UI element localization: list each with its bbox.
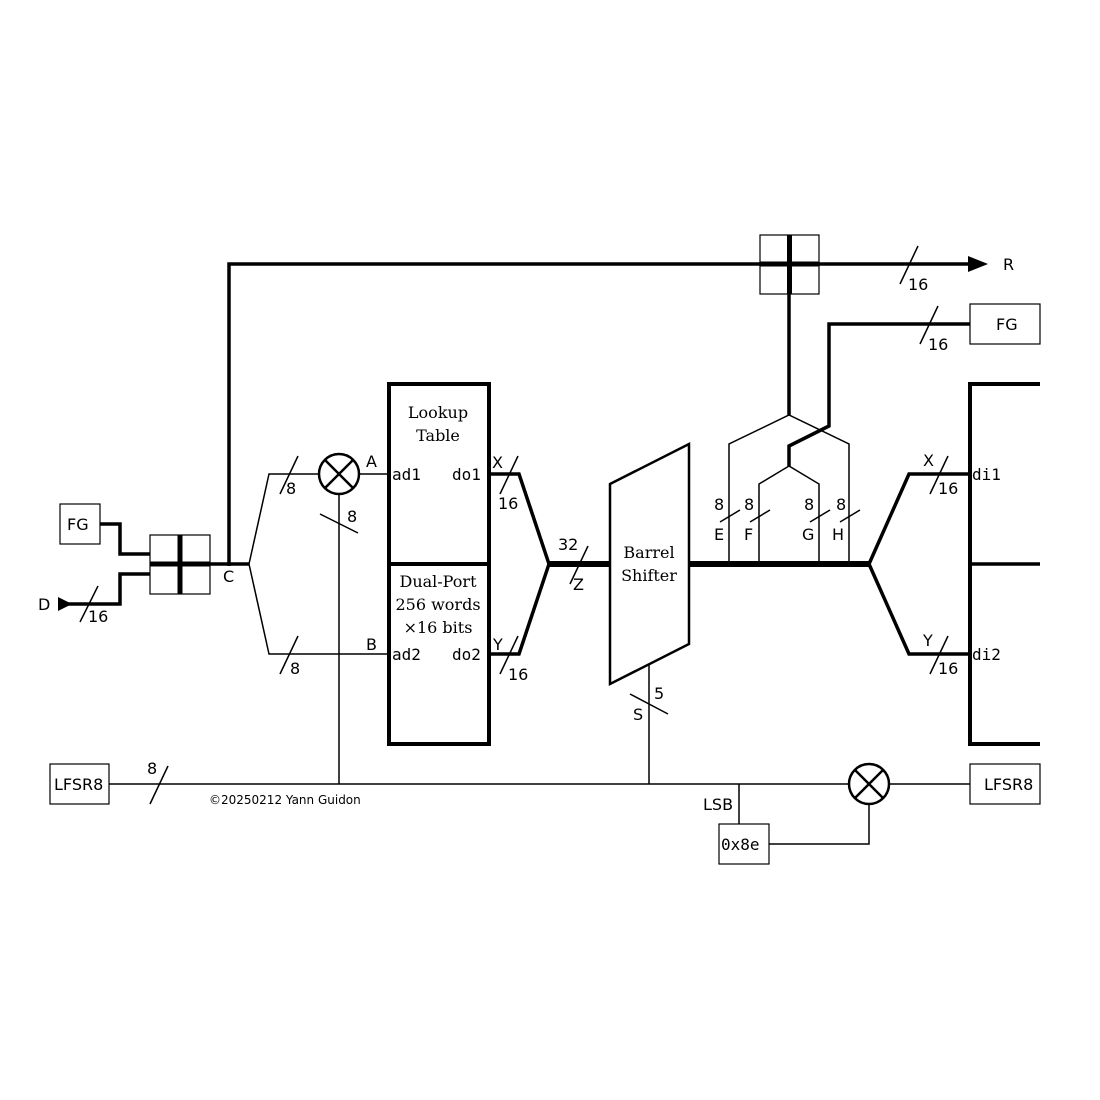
fg-left-label: FG bbox=[67, 515, 89, 534]
label-d: D bbox=[38, 595, 50, 614]
port-di1: di1 bbox=[972, 465, 1001, 484]
xor-right-icon bbox=[847, 762, 891, 806]
mixer-box-left bbox=[149, 534, 211, 595]
barrel-shifter-block: Barrel Shifter bbox=[608, 441, 691, 687]
width-f: 8 bbox=[744, 495, 754, 514]
width-e: 8 bbox=[714, 495, 724, 514]
label-y2: Y bbox=[922, 631, 933, 650]
width-top-c: 8 bbox=[286, 479, 296, 498]
port-di2: di2 bbox=[972, 645, 1001, 664]
width-y: 16 bbox=[508, 665, 528, 684]
lfsr-right-box: LFSR8 bbox=[969, 763, 1041, 805]
fg-right-box: FG bbox=[969, 303, 1041, 345]
label-a: A bbox=[366, 452, 377, 471]
label-r: R bbox=[1003, 255, 1014, 274]
output-memory-block: di1 di2 bbox=[968, 382, 1040, 746]
port-ad1: ad1 bbox=[392, 465, 421, 484]
width-z: 32 bbox=[558, 535, 578, 554]
xor-left-icon bbox=[317, 452, 361, 496]
label-h: H bbox=[832, 525, 844, 544]
label-f: F bbox=[744, 525, 753, 544]
lfsr-right-label: LFSR8 bbox=[984, 775, 1033, 794]
label-y: Y bbox=[492, 635, 503, 654]
copyright-text: ©20250212 Yann Guidon bbox=[209, 793, 361, 807]
port-ad2: ad2 bbox=[392, 645, 421, 664]
shifter-title-2: Shifter bbox=[621, 566, 677, 585]
label-b: B bbox=[366, 635, 377, 654]
width-xor-down: 8 bbox=[347, 507, 357, 526]
lfsr-left-label: LFSR8 bbox=[54, 775, 103, 794]
width-s: 5 bbox=[654, 684, 664, 703]
width-d: 16 bbox=[88, 607, 108, 626]
width-lfsr: 8 bbox=[147, 759, 157, 778]
width-y2: 16 bbox=[938, 659, 958, 678]
port-do1: do1 bbox=[452, 465, 481, 484]
label-e: E bbox=[714, 525, 724, 544]
dp-title-2: 256 words bbox=[395, 595, 480, 614]
label-c: C bbox=[223, 567, 234, 586]
width-r: 16 bbox=[908, 275, 928, 294]
label-x: X bbox=[492, 453, 503, 472]
label-s: S bbox=[633, 705, 643, 724]
width-g: 8 bbox=[804, 495, 814, 514]
fg-left-box: FG bbox=[59, 503, 101, 545]
dp-title-1: Dual-Port bbox=[399, 572, 477, 591]
feedback-bus-r bbox=[227, 262, 980, 566]
port-do2: do2 bbox=[452, 645, 481, 664]
width-bot-c: 8 bbox=[290, 659, 300, 678]
lookup-table-block: Lookup Table Dual-Port 256 words ×16 bit… bbox=[387, 382, 491, 746]
width-fg-r: 16 bbox=[928, 335, 948, 354]
label-z: Z bbox=[573, 575, 584, 594]
label-g: G bbox=[802, 525, 814, 544]
lfsr-left-box: LFSR8 bbox=[49, 763, 110, 805]
width-h: 8 bbox=[836, 495, 846, 514]
label-x2: X bbox=[923, 451, 934, 470]
shifter-title-1: Barrel bbox=[623, 543, 674, 562]
constant-label: 0x8e bbox=[721, 835, 760, 854]
arrow-r bbox=[968, 256, 988, 272]
lut-title-2: Table bbox=[416, 426, 460, 445]
fg-right-label: FG bbox=[996, 315, 1018, 334]
width-x: 16 bbox=[498, 494, 518, 513]
mixer-box-top bbox=[759, 234, 820, 295]
label-lsb: LSB bbox=[703, 795, 733, 814]
width-x2: 16 bbox=[938, 479, 958, 498]
constant-box: 0x8e bbox=[718, 823, 770, 865]
lut-title-1: Lookup bbox=[408, 403, 468, 422]
dp-title-3: ×16 bits bbox=[404, 618, 473, 637]
